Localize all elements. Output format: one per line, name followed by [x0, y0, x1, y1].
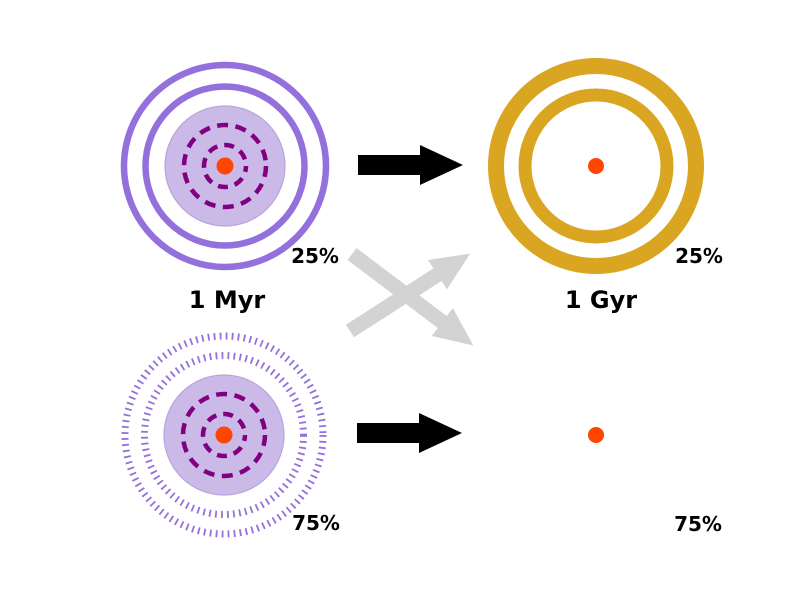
dashed-orbit-ring-2	[201, 142, 249, 190]
gold-ring-outer	[488, 58, 704, 274]
percent-label-bottom-left: 75%	[292, 511, 340, 535]
dashed-orbit-ring-1	[180, 391, 268, 479]
percent-label-top-left: 25%	[291, 244, 339, 268]
arrow-right-icon	[358, 145, 463, 185]
dashed-orbit-ring-1	[181, 122, 269, 210]
central-star-dot	[215, 426, 233, 444]
arrow-right-icon	[357, 413, 462, 453]
gold-ring-inner	[518, 88, 674, 244]
panel-young-disk-75: 75%	[121, 332, 340, 538]
outer-solid-ring-2	[142, 83, 308, 249]
crossed-arrows-icon	[345, 248, 474, 346]
panel-young-disk-25: 25%	[120, 61, 339, 271]
outer-dotted-ring-1	[121, 332, 327, 538]
dashed-orbit-ring-2	[200, 411, 248, 459]
outer-dotted-ring-2	[141, 352, 307, 518]
panel-gold-rings-25: 25%	[488, 58, 723, 274]
cross-arrow-up-right	[345, 253, 471, 338]
age-label-1gyr: 1 Gyr	[565, 286, 637, 314]
central-star-dot	[588, 158, 604, 174]
panel-bare-star-75: 75%	[588, 427, 722, 536]
central-star-dot	[588, 427, 604, 443]
percent-label-top-right: 25%	[675, 244, 723, 268]
percent-label-bottom-right: 75%	[674, 512, 722, 536]
age-label-1myr: 1 Myr	[189, 286, 266, 314]
outer-solid-ring-1	[120, 61, 330, 271]
central-star-dot	[216, 157, 234, 175]
